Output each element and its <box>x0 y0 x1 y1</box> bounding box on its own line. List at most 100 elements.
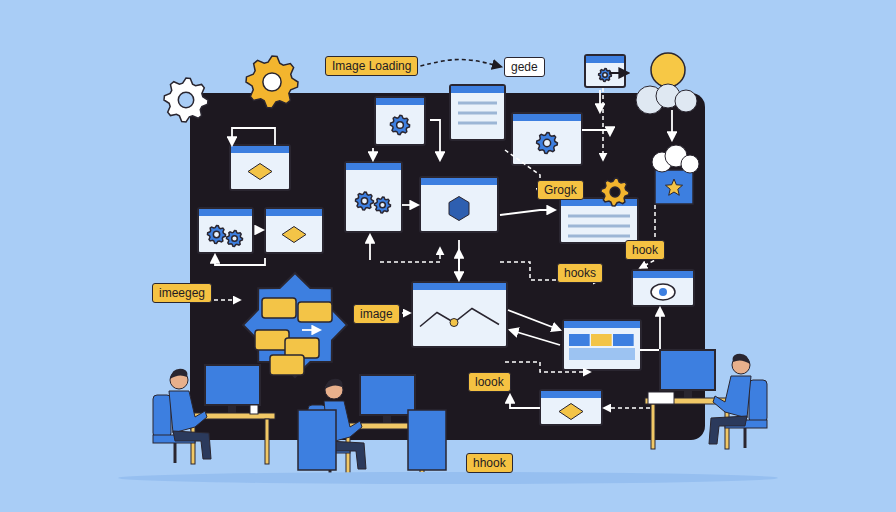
chair-back <box>153 395 171 437</box>
monitor-stand <box>228 405 236 413</box>
window-bar <box>266 209 322 216</box>
desk-leg <box>651 404 655 449</box>
window-icon <box>198 208 253 253</box>
window-bar <box>421 178 497 185</box>
flow-arrow <box>302 329 320 331</box>
diamond-symbol <box>282 227 306 243</box>
window-icon <box>632 270 694 306</box>
torso <box>169 391 207 433</box>
gear-symbol <box>599 69 612 82</box>
gear-symbol <box>601 178 629 206</box>
window-bar <box>346 163 401 170</box>
text-line <box>568 235 630 238</box>
flow-arrow <box>510 395 540 408</box>
gear-hole <box>380 202 386 208</box>
panel-block <box>569 334 590 346</box>
window-icon <box>420 177 498 232</box>
window-bar <box>451 86 504 93</box>
flow-arrow <box>232 128 275 145</box>
card <box>298 302 332 322</box>
window-icon <box>563 320 641 370</box>
window-frame <box>560 198 638 243</box>
tag-label: image <box>353 304 400 324</box>
server-tower <box>298 410 336 470</box>
tag-text: imeegeg <box>159 286 205 300</box>
card <box>255 330 289 350</box>
gear-symbol <box>537 133 558 154</box>
tag-label: hooks <box>557 263 603 283</box>
gear-symbol <box>375 197 391 213</box>
window-icon <box>560 198 638 243</box>
gear-teeth <box>390 115 409 134</box>
flow-arrow <box>510 330 560 345</box>
hair <box>170 369 188 379</box>
flow-arrow <box>640 308 660 350</box>
person-at-desk <box>645 350 767 449</box>
flow-arrow <box>402 204 418 206</box>
tag-text: Image Loading <box>332 59 411 73</box>
window-icon <box>512 113 582 165</box>
card <box>270 355 304 375</box>
window-bar <box>513 114 581 121</box>
window-icon <box>345 162 402 232</box>
eye-pupil <box>659 288 667 296</box>
gear-teeth <box>601 178 629 206</box>
tag-text: gede <box>511 60 538 74</box>
window-icon <box>412 282 507 347</box>
window-frame <box>585 55 625 87</box>
window-bar <box>376 98 424 105</box>
star-symbol <box>665 179 682 195</box>
window-bar <box>564 321 640 328</box>
tag-label: loook <box>468 372 511 392</box>
torso <box>713 376 751 418</box>
text-line <box>458 122 497 125</box>
chair-back <box>749 380 767 422</box>
dashed-arrow <box>602 88 604 160</box>
gear-symbol <box>390 115 409 134</box>
flow-arrow <box>508 310 560 330</box>
tag-label: imeegeg <box>152 283 212 303</box>
flow-arrow <box>430 120 440 160</box>
gear-symbol <box>356 192 374 210</box>
window-frame <box>412 282 507 347</box>
window-icon <box>265 208 323 253</box>
gear-symbol <box>227 231 243 247</box>
panel-block <box>569 348 635 360</box>
book-stack <box>648 392 674 404</box>
tag-text: image <box>360 307 393 321</box>
tag-label: Image Loading <box>325 56 418 76</box>
window-frame <box>450 85 505 140</box>
dashed-arrow <box>380 248 440 262</box>
window-bar <box>541 391 601 398</box>
cloud <box>636 84 697 114</box>
tag-label: Grogk <box>537 180 584 200</box>
text-line <box>458 102 497 105</box>
gear-symbol <box>164 78 208 122</box>
window-frame <box>375 97 425 145</box>
gear-symbol <box>246 56 298 108</box>
text-line <box>458 112 497 115</box>
tag-label: gede <box>504 57 545 77</box>
flow-arrow <box>215 255 265 265</box>
window-frame <box>420 177 498 232</box>
eye-symbol <box>651 284 675 300</box>
desk-leg <box>265 419 269 464</box>
puzzle-shape <box>243 273 347 377</box>
gear-teeth <box>375 197 391 213</box>
gear-hole <box>178 92 193 107</box>
gear-teeth <box>164 78 208 122</box>
gear-teeth <box>537 133 558 154</box>
panel-block <box>613 334 634 346</box>
hexagon-symbol <box>449 197 469 221</box>
text-line <box>568 215 630 218</box>
hair <box>325 379 343 389</box>
window-frame <box>563 320 641 370</box>
gear-hole <box>213 231 219 237</box>
bulb-glass <box>651 53 685 87</box>
window-frame <box>512 113 582 165</box>
gear-teeth <box>208 226 226 244</box>
flow-arrow <box>671 110 673 140</box>
gear-hole <box>232 236 238 242</box>
